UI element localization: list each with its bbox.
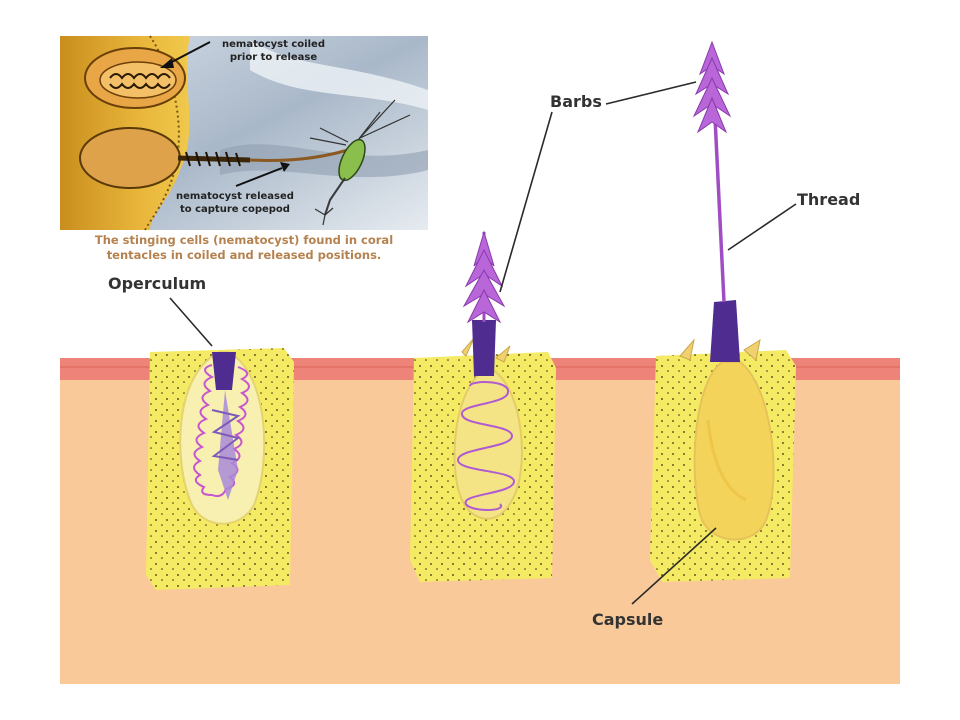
thread-discharged bbox=[692, 40, 732, 303]
barbs-leader-2 bbox=[605, 81, 697, 105]
inset-illustration bbox=[60, 35, 428, 231]
operculum-discharged bbox=[710, 300, 740, 362]
inset-caption: The stinging cells (nematocyst) found in… bbox=[94, 233, 394, 262]
operculum-leader bbox=[169, 297, 213, 347]
operculum-discharging bbox=[472, 320, 496, 376]
barbs-label: Barbs bbox=[550, 92, 602, 111]
inset-label-released: nematocyst released to capture copepod bbox=[176, 191, 294, 215]
cell-coiled bbox=[146, 348, 294, 590]
coiled-nematocyst-drawing bbox=[84, 47, 186, 109]
capsule-label: Capsule bbox=[592, 610, 664, 629]
cell-discharging bbox=[410, 230, 556, 582]
barbs-discharging bbox=[462, 230, 506, 324]
operculum-coiled bbox=[212, 352, 236, 390]
thread-leader bbox=[727, 203, 797, 251]
cell-discharged bbox=[650, 40, 796, 582]
label-leader-lines bbox=[169, 81, 797, 605]
copepod-drawing bbox=[309, 99, 411, 226]
released-nematocyst-drawing bbox=[79, 127, 349, 189]
barbs-leader-1 bbox=[499, 111, 553, 293]
capsule bbox=[693, 361, 775, 541]
partial-coil bbox=[456, 381, 515, 511]
operculum-label: Operculum bbox=[108, 274, 207, 293]
inset-leader-arrows bbox=[160, 41, 290, 187]
capsule-leader bbox=[631, 527, 717, 605]
coiled-thread bbox=[193, 364, 250, 498]
inset-label-coiled: nematocyst coiled prior to release bbox=[222, 39, 325, 63]
thread-label: Thread bbox=[797, 190, 861, 209]
